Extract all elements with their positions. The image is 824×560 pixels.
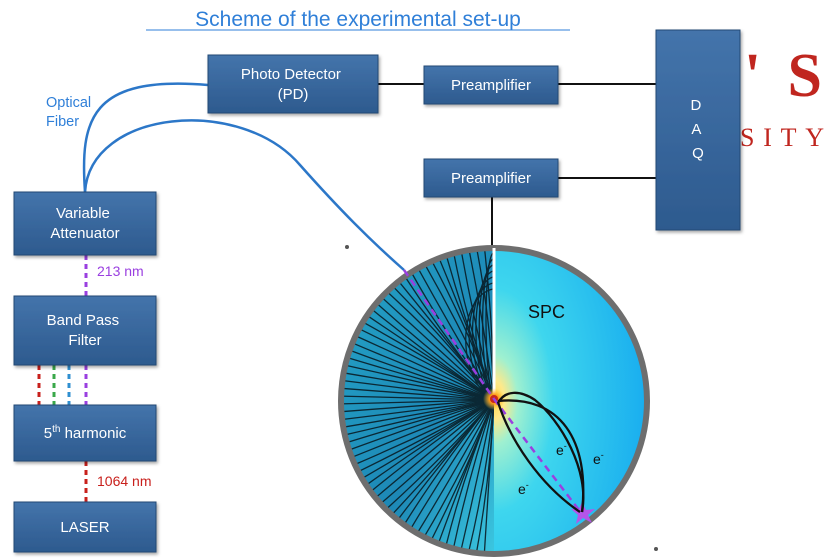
field-line	[386, 399, 494, 510]
electron-paths	[496, 391, 585, 513]
beam-lines	[37, 255, 88, 502]
laser-box: LASER	[13, 501, 157, 553]
svg-text:Photo Detector (PD): Photo Detector (PD)	[241, 66, 345, 103]
electron-labels: e- e- e-	[518, 441, 604, 497]
field-line	[460, 399, 494, 550]
field-line	[370, 308, 494, 401]
svg-text:Preamplifier: Preamplifier	[451, 77, 531, 94]
svg-text:e-: e-	[556, 441, 567, 458]
field-line	[475, 399, 494, 553]
field-line	[417, 399, 494, 533]
svg-text:5th harmonic: 5th harmonic	[44, 424, 127, 442]
field-line	[386, 290, 494, 401]
field-line	[358, 328, 494, 401]
field-line	[471, 276, 494, 401]
field-line	[423, 399, 494, 537]
fiber-to-pd	[82, 82, 209, 193]
laser-beam	[402, 269, 583, 515]
variable-attenuator-box: Variable Attenuator	[13, 191, 157, 256]
field-line	[375, 399, 494, 498]
daq-box: D A Q	[655, 29, 741, 231]
field-line	[343, 372, 494, 401]
field-line	[351, 399, 494, 458]
svg-text:e-: e-	[593, 450, 604, 467]
wavelength-213-label: 213 nm	[97, 263, 144, 279]
optical-fibers	[82, 82, 405, 271]
field-line	[341, 399, 494, 405]
field-line	[341, 395, 494, 401]
logo-word: SITY	[740, 123, 824, 152]
field-line	[375, 302, 494, 401]
university-logo: 'S SITY	[740, 42, 824, 152]
preamplifier-top-box: Preamplifier	[423, 65, 559, 105]
svg-text:D A Q: D A Q	[690, 97, 705, 162]
band-pass-filter-box: Band Pass Filter	[13, 295, 157, 366]
decorative-dot	[654, 547, 658, 551]
svg-text:Band Pass Filter: Band Pass Filter	[47, 312, 124, 349]
field-line	[370, 399, 494, 492]
svg-text:e-: e-	[518, 480, 529, 497]
field-line	[410, 271, 494, 401]
preamplifier-bottom-box: Preamplifier	[423, 158, 559, 198]
field-line	[354, 399, 494, 465]
svg-text:Variable Attenuator: Variable Attenuator	[50, 205, 119, 242]
svg-text:Preamplifier: Preamplifier	[451, 170, 531, 187]
field-line	[452, 399, 494, 548]
fiber-to-spc	[83, 119, 405, 271]
field-line	[465, 288, 494, 401]
field-line	[342, 379, 494, 401]
impact-spark	[571, 502, 595, 524]
field-line	[468, 399, 494, 552]
field-line	[342, 399, 494, 421]
field-line	[468, 282, 494, 401]
diagram-title: Scheme of the experimental set-up	[195, 8, 521, 31]
field-line	[351, 342, 494, 401]
field-line	[344, 399, 494, 436]
photo-detector-box: Photo Detector (PD)	[207, 54, 379, 114]
field-line	[354, 335, 494, 401]
field-line	[341, 387, 494, 401]
logo-letters: 'S	[744, 42, 822, 110]
wavelength-1064-label: 1064 nm	[97, 473, 151, 489]
decorative-dot	[345, 245, 349, 249]
field-line	[346, 356, 494, 401]
optical-fiber-label: Optical Fiber	[46, 95, 95, 130]
spc-label: SPC	[528, 302, 565, 322]
field-line	[341, 399, 494, 413]
svg-text:LASER: LASER	[60, 519, 109, 536]
connector-lines	[378, 83, 656, 250]
field-line	[380, 399, 494, 504]
field-line	[349, 349, 494, 401]
field-line	[343, 399, 494, 428]
field-line	[358, 399, 494, 472]
spc-detector: SPC	[338, 245, 650, 557]
field-line	[423, 263, 494, 401]
field-line	[349, 399, 494, 451]
field-line	[410, 399, 494, 529]
fifth-harmonic-box: 5th harmonic	[13, 404, 157, 462]
